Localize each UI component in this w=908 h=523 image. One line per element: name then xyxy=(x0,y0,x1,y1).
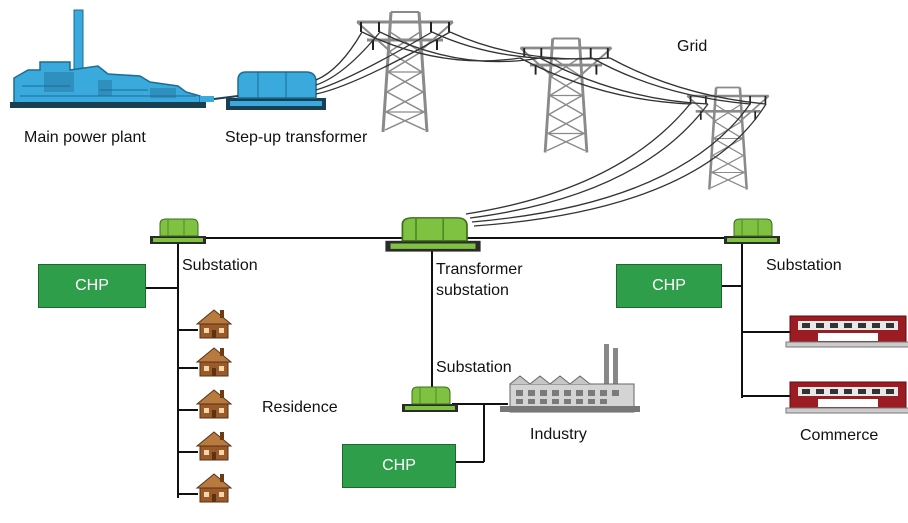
transmission-tower-icon xyxy=(355,10,455,134)
transformer-substation-icon xyxy=(384,217,482,253)
chp-box-left: CHP xyxy=(38,264,146,308)
house-icon xyxy=(196,309,232,339)
chp-box-right: CHP xyxy=(616,264,722,308)
substation-left-label: Substation xyxy=(182,257,258,274)
substation-left-icon xyxy=(149,218,207,245)
commerce-building-icon xyxy=(785,381,908,414)
house-icon xyxy=(196,431,232,461)
house-icon xyxy=(196,473,232,503)
grid-label: Grid xyxy=(677,38,708,55)
house-icon xyxy=(196,389,232,419)
main-power-plant-label: Main power plant xyxy=(24,129,146,146)
transformer-substation-label-line1: Transformer xyxy=(436,261,523,278)
chp-box-bottom: CHP xyxy=(342,444,456,488)
step-up-transformer-label: Step-up transformer xyxy=(225,129,368,146)
residence-label: Residence xyxy=(262,399,338,416)
substation-middle-icon xyxy=(401,386,459,413)
step-up-transformer-icon xyxy=(213,71,326,110)
distribution-lines xyxy=(146,237,790,498)
grid-power-lines xyxy=(315,31,767,227)
factory-icon xyxy=(500,344,640,413)
substation-right-label: Substation xyxy=(766,257,842,274)
commerce-building-icon xyxy=(785,315,908,348)
substation-right-icon xyxy=(723,218,781,245)
commerce-label: Commerce xyxy=(800,427,879,444)
transformer-substation-label-line2: substation xyxy=(436,282,509,299)
substation-middle-label: Substation xyxy=(436,359,512,376)
house-icon xyxy=(196,347,232,377)
main-power-plant-icon xyxy=(10,9,214,108)
industry-label: Industry xyxy=(530,426,587,443)
